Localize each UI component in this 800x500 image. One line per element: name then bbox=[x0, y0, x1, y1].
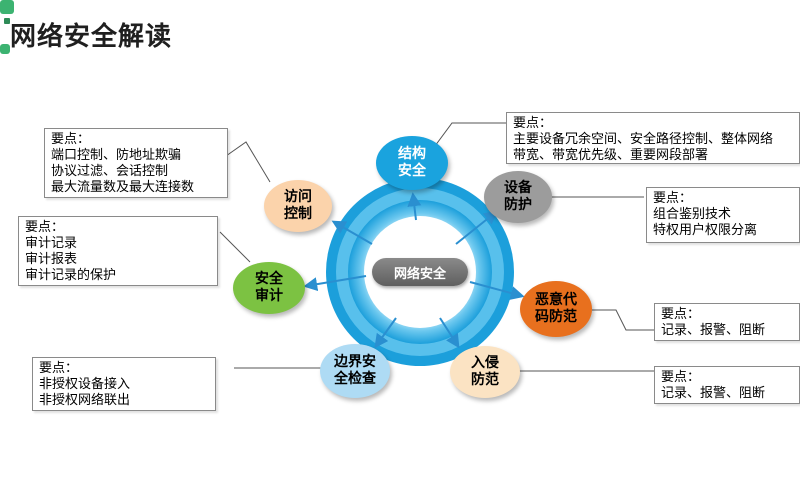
note-device-line: 特权用户权限分离 bbox=[653, 223, 758, 238]
note-structure-line: 主要设备冗余空间、安全路径控制、整体网络 bbox=[513, 132, 774, 147]
note-access-heading: 要点： bbox=[51, 132, 91, 147]
node-device: 设备 防护 bbox=[484, 171, 552, 223]
center-node: 网络安全 bbox=[372, 258, 468, 286]
note-structure-line: 带宽、带宽优先级、重要网段部署 bbox=[513, 148, 709, 163]
note-intrusion-heading: 要点： bbox=[661, 370, 701, 385]
note-malware-line: 记录、报警、阻断 bbox=[661, 323, 766, 338]
note-boundary-line: 非授权网络联出 bbox=[39, 393, 131, 408]
node-structure: 结构 安全 bbox=[376, 136, 448, 190]
node-intrusion: 入侵 防范 bbox=[450, 346, 520, 398]
note-access-line: 端口控制、防地址欺骗 bbox=[51, 148, 182, 163]
note-intrusion: 要点： 记录、报警、阻断 bbox=[654, 366, 800, 404]
node-access: 访问 控制 bbox=[264, 180, 332, 232]
note-malware-heading: 要点： bbox=[661, 307, 701, 322]
note-audit: 要点： 审计记录 审计报表 审计记录的保护 bbox=[18, 216, 218, 286]
note-audit-line: 审计报表 bbox=[25, 252, 78, 267]
note-audit-heading: 要点： bbox=[25, 220, 65, 235]
note-structure-heading: 要点： bbox=[513, 116, 553, 131]
arrow-malware bbox=[469, 281, 525, 300]
node-structure-label: 结构 安全 bbox=[398, 146, 426, 179]
node-boundary-label: 边界安 全检查 bbox=[334, 354, 376, 387]
node-access-label: 访问 控制 bbox=[284, 189, 312, 222]
note-device: 要点： 组合鉴别技术 特权用户权限分离 bbox=[646, 187, 800, 243]
connector-malware bbox=[592, 309, 654, 331]
note-malware: 要点： 记录、报警、阻断 bbox=[654, 303, 800, 341]
note-audit-line: 审计记录 bbox=[25, 236, 78, 251]
connectors bbox=[219, 122, 654, 372]
page-title: 网络安全解读 bbox=[10, 22, 173, 52]
note-access: 要点： 端口控制、防地址欺骗 协议过滤、会话控制 最大流量数及最大连接数 bbox=[44, 128, 228, 198]
note-access-line: 最大流量数及最大连接数 bbox=[51, 180, 195, 195]
arrow-intrusion bbox=[439, 317, 460, 349]
node-malware-label: 恶意代 码防范 bbox=[535, 292, 577, 325]
note-intrusion-line: 记录、报警、阻断 bbox=[661, 386, 766, 401]
arrow-structure bbox=[407, 192, 422, 221]
note-structure: 要点： 主要设备冗余空间、安全路径控制、整体网络 带宽、带宽优先级、重要网段部署 bbox=[506, 112, 800, 164]
note-boundary-line: 非授权设备接入 bbox=[39, 377, 131, 392]
connector-audit bbox=[219, 231, 251, 263]
node-audit-label: 安全 审计 bbox=[255, 271, 283, 304]
note-device-heading: 要点： bbox=[653, 191, 693, 206]
connector-access bbox=[225, 141, 271, 183]
arrow-boundary bbox=[374, 317, 397, 349]
node-malware: 恶意代 码防范 bbox=[520, 281, 592, 337]
node-device-label: 设备 防护 bbox=[504, 180, 532, 213]
arrows bbox=[303, 192, 525, 349]
arrow-access bbox=[331, 220, 373, 245]
note-audit-line: 审计记录的保护 bbox=[25, 268, 117, 283]
logo-icon bbox=[0, 0, 14, 54]
connector-structure bbox=[431, 122, 508, 151]
node-boundary: 边界安 全检查 bbox=[320, 344, 390, 398]
note-boundary-heading: 要点： bbox=[39, 361, 79, 376]
note-boundary: 要点： 非授权设备接入 非授权网络联出 bbox=[32, 357, 216, 411]
arrow-audit bbox=[303, 275, 367, 292]
note-device-line: 组合鉴别技术 bbox=[653, 207, 732, 222]
arrow-device bbox=[455, 210, 499, 245]
node-intrusion-label: 入侵 防范 bbox=[471, 355, 499, 388]
note-access-line: 协议过滤、会话控制 bbox=[51, 164, 169, 179]
node-audit: 安全 审计 bbox=[233, 262, 305, 314]
